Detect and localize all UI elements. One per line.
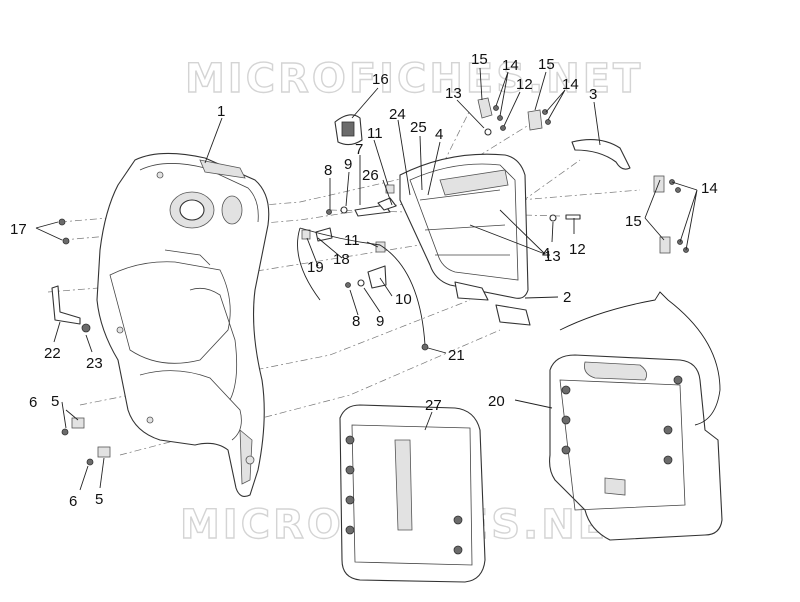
cable-end bbox=[421, 343, 429, 351]
callout-25: 25 bbox=[410, 119, 427, 136]
leg-shield-part-1 bbox=[96, 152, 270, 497]
hardware-small bbox=[301, 184, 397, 289]
callout-9-upper: 9 bbox=[344, 156, 352, 173]
callout-5-lower: 5 bbox=[95, 491, 103, 508]
lock-part-16 bbox=[334, 114, 363, 146]
watermark-top: MICROFICHES.NET bbox=[185, 56, 643, 102]
trim-part-3 bbox=[571, 139, 631, 170]
callout-23: 23 bbox=[86, 355, 103, 372]
callout-21: 21 bbox=[448, 347, 465, 364]
callout-15-top-left: 15 bbox=[471, 51, 488, 68]
callout-14-right: 14 bbox=[701, 180, 718, 197]
callout-13-top: 13 bbox=[445, 85, 462, 102]
callout-13-right: 13 bbox=[544, 248, 561, 265]
callout-labels: 1 2 3 4 4 5 5 6 6 7 8 8 9 9 10 11 11 12 … bbox=[10, 51, 718, 510]
glovebox-door-part-2 bbox=[399, 153, 531, 326]
callout-10: 10 bbox=[395, 291, 412, 308]
hinge-hardware-top bbox=[477, 97, 551, 136]
callout-24: 24 bbox=[389, 106, 406, 123]
callout-6-upper: 6 bbox=[29, 394, 37, 411]
callout-3: 3 bbox=[589, 86, 597, 103]
callout-9-lower: 9 bbox=[376, 313, 384, 330]
callout-8-lower: 8 bbox=[352, 313, 360, 330]
callout-12-top: 12 bbox=[516, 76, 533, 93]
callout-15-right: 15 bbox=[625, 213, 642, 230]
hinge-hardware-right bbox=[549, 175, 689, 254]
callout-14-top-left: 14 bbox=[502, 57, 519, 74]
callout-4-right: 4 bbox=[542, 245, 550, 262]
callout-2: 2 bbox=[563, 289, 571, 306]
callout-26: 26 bbox=[362, 167, 379, 184]
backrest-pad-part-27 bbox=[339, 404, 486, 583]
bracket-part-22 bbox=[51, 285, 91, 333]
screws-part-17 bbox=[58, 218, 70, 245]
bag-part-20 bbox=[549, 291, 723, 541]
callout-11-lower: 11 bbox=[344, 232, 360, 249]
cable-part-21 bbox=[297, 227, 426, 346]
callout-6-lower: 6 bbox=[69, 493, 77, 510]
callout-15-top-right: 15 bbox=[538, 56, 555, 73]
callout-12-right: 12 bbox=[569, 241, 586, 258]
callout-18: 18 bbox=[333, 251, 350, 268]
callout-1: 1 bbox=[217, 103, 225, 120]
callout-4-top: 4 bbox=[435, 126, 443, 143]
callout-19: 19 bbox=[307, 259, 324, 276]
callout-17: 17 bbox=[10, 221, 27, 238]
leader-lines bbox=[35, 67, 698, 491]
callout-16: 16 bbox=[372, 71, 389, 88]
callout-27: 27 bbox=[425, 397, 442, 414]
callout-7: 7 bbox=[355, 141, 363, 158]
callout-8-upper: 8 bbox=[324, 162, 332, 179]
callout-5-upper: 5 bbox=[51, 393, 59, 410]
clips-part-5-6 bbox=[61, 417, 111, 466]
callout-20: 20 bbox=[488, 393, 505, 410]
callout-14-top-right: 14 bbox=[562, 76, 579, 93]
callout-22: 22 bbox=[44, 345, 61, 362]
callout-11-upper: 11 bbox=[367, 125, 383, 142]
